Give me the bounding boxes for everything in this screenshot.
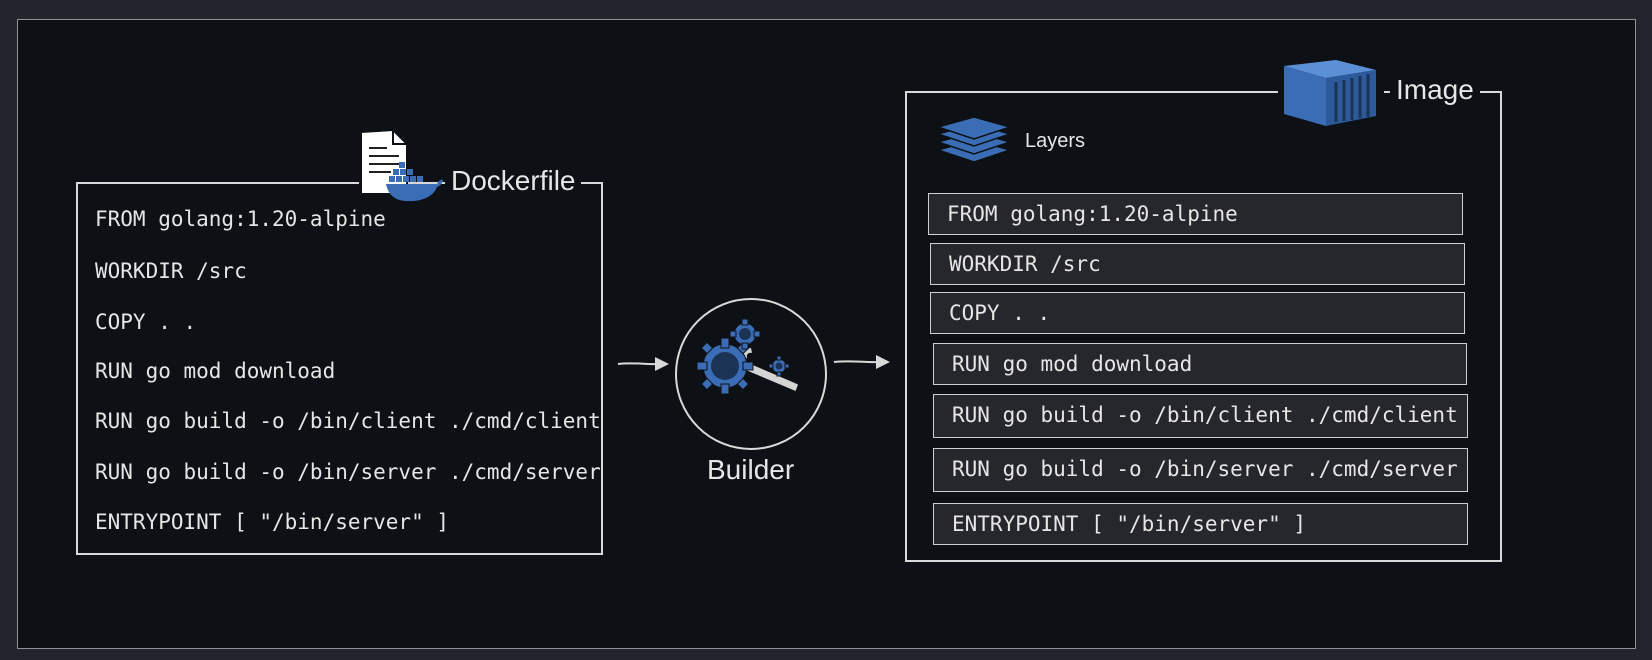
dockerfile-title: Dockerfile	[445, 165, 582, 197]
dockerfile-line: RUN go build -o /bin/client ./cmd/client	[95, 409, 601, 433]
layer-text: RUN go mod download	[952, 352, 1193, 376]
layer-row: RUN go build -o /bin/server ./cmd/server	[933, 448, 1468, 492]
builder-label: Builder	[707, 454, 795, 485]
docker-whale-icon	[386, 162, 443, 202]
gears-wrench-icon	[696, 318, 800, 395]
layer-text: COPY . .	[949, 301, 1051, 325]
document-icon	[359, 128, 408, 195]
dockerfile-box: FROM golang:1.20-alpine WORKDIR /src COP…	[76, 182, 603, 555]
arrow-right-icon	[833, 355, 890, 369]
layer-text: RUN go build -o /bin/client ./cmd/client	[952, 403, 1458, 427]
layer-text: ENTRYPOINT [ "/bin/server" ]	[952, 512, 1307, 536]
dockerfile-line: RUN go mod download	[95, 359, 336, 383]
shipping-container-icon	[1278, 58, 1384, 130]
dockerfile-line: ENTRYPOINT [ "/bin/server" ]	[95, 510, 450, 534]
layer-text: WORKDIR /src	[949, 252, 1101, 276]
layers-stack-icon	[935, 116, 1013, 163]
layers-label: Layers	[1025, 130, 1086, 152]
layer-row: FROM golang:1.20-alpine	[928, 193, 1463, 235]
layer-row: RUN go mod download	[933, 343, 1467, 385]
dockerfile-line: FROM golang:1.20-alpine	[95, 207, 386, 231]
image-box	[905, 91, 1502, 562]
builder-circle	[675, 298, 827, 450]
dockerfile-line: RUN go build -o /bin/server ./cmd/server	[95, 460, 601, 484]
layer-row: WORKDIR /src	[930, 243, 1465, 285]
layer-text: RUN go build -o /bin/server ./cmd/server	[952, 457, 1458, 481]
layer-text: FROM golang:1.20-alpine	[947, 202, 1238, 226]
layer-row: ENTRYPOINT [ "/bin/server" ]	[933, 503, 1468, 545]
dockerfile-line: WORKDIR /src	[95, 259, 247, 283]
arrow-right-icon	[617, 357, 669, 371]
layer-row: COPY . .	[930, 292, 1465, 334]
layer-row: RUN go build -o /bin/client ./cmd/client	[933, 394, 1468, 438]
dockerfile-line: COPY . .	[95, 310, 197, 334]
image-title: Image	[1390, 74, 1480, 106]
